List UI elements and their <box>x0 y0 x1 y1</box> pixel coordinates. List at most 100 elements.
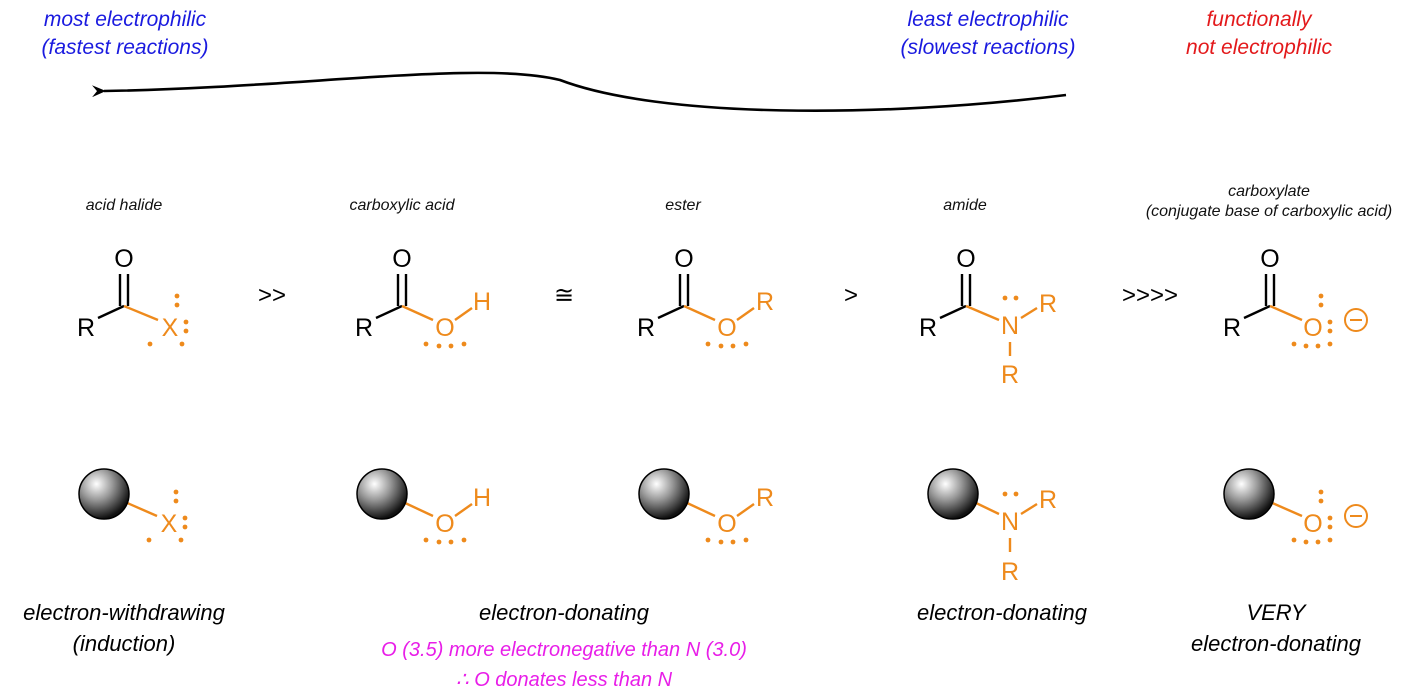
lone-pair-dot <box>1002 295 1008 301</box>
relation-approx-equal: ≅ <box>554 282 574 309</box>
hydrogen-atom: H <box>473 288 491 316</box>
carbonyl-oxygen: O <box>392 245 411 273</box>
ball-x-bond <box>124 500 158 518</box>
lone-pair-dot <box>1327 319 1333 325</box>
most-electrophilic-label: most electrophilic <box>44 8 207 31</box>
effect-very-label: VERY <box>1246 600 1306 625</box>
n-r-bond <box>1020 306 1038 320</box>
substrate-ball <box>927 468 979 520</box>
ball-ester-r-group: R <box>756 484 774 512</box>
carboxylate-structure: O R O <box>1223 245 1368 349</box>
lone-pair-dot <box>174 302 180 308</box>
substrate-ball <box>78 468 130 520</box>
lone-pair-dot <box>1315 343 1321 349</box>
lone-pair-dot <box>1303 343 1309 349</box>
amide-r-group-lower: R <box>1001 361 1019 389</box>
caption-ester: ester <box>665 197 701 214</box>
lone-pair-dot <box>718 343 724 349</box>
r-bond <box>939 304 967 320</box>
lone-pair-dot <box>436 539 442 545</box>
substrate-ball <box>1223 468 1275 520</box>
ball-model-ester: O R <box>638 468 774 545</box>
effect-donating-amide-label: electron-donating <box>917 600 1088 625</box>
caption-carboxylic-acid: carboxylic acid <box>350 197 456 214</box>
ball-o-bond <box>1269 500 1303 518</box>
r-bond <box>97 304 125 320</box>
lone-pair-dot <box>448 343 454 349</box>
lone-pair-dot <box>179 341 185 347</box>
ball-o-bond <box>684 500 716 518</box>
c-n-bond <box>965 304 1000 322</box>
lone-pair-dot <box>1327 524 1333 530</box>
ball-n-bond <box>973 500 1000 516</box>
lone-pair-dot <box>1327 341 1333 347</box>
ball-model-amide: N R R <box>927 468 1057 586</box>
ball-halogen-atom: X <box>161 510 178 538</box>
substrate-ball <box>638 468 690 520</box>
lone-pair-dot <box>178 537 184 543</box>
caption-carboxylate: carboxylate <box>1228 183 1310 200</box>
caption-acid-halide: acid halide <box>86 197 163 214</box>
lone-pair-dot <box>1013 295 1019 301</box>
lone-pair-dot <box>183 328 189 334</box>
ball-model-halide: X <box>78 468 188 543</box>
effect-induction-label: (induction) <box>73 631 176 656</box>
ball-o-h-bond <box>454 503 473 517</box>
o-r-bond <box>736 307 755 321</box>
r-bond <box>375 304 403 320</box>
carbonyl-oxygen: O <box>1260 245 1279 273</box>
slowest-reactions-label: (slowest reactions) <box>900 36 1075 59</box>
lone-pair-dot <box>1291 537 1297 543</box>
amide-r-group: R <box>1039 290 1057 318</box>
carbonyl-oxygen: O <box>956 245 975 273</box>
lone-pair-dot <box>182 515 188 521</box>
effect-withdrawing-label: electron-withdrawing <box>23 600 226 625</box>
c-o-bond <box>1269 304 1303 322</box>
least-electrophilic-label: least electrophilic <box>907 8 1069 31</box>
lone-pair-dot <box>1013 491 1019 497</box>
lone-pair-dot <box>173 489 179 495</box>
r-group: R <box>637 314 655 342</box>
negative-charge-icon <box>1344 308 1368 332</box>
caption-carboxylate-note: (conjugate base of carboxylic acid) <box>1146 203 1392 220</box>
r-group: R <box>355 314 373 342</box>
fastest-reactions-label: (fastest reactions) <box>42 36 209 59</box>
hydroxyl-oxygen: O <box>435 314 454 342</box>
caption-amide: amide <box>943 197 987 214</box>
ball-o-r-bond <box>736 503 755 517</box>
ball-o-bond <box>402 500 434 518</box>
lone-pair-dot <box>146 537 152 543</box>
ball-model-carboxylate: O <box>1223 468 1368 545</box>
donation-conclusion-note: ∴ O donates less than N <box>456 669 673 691</box>
r-group: R <box>77 314 95 342</box>
lone-pair-dot <box>436 343 442 349</box>
r-bond <box>1243 304 1271 320</box>
ball-amide-r-group: R <box>1039 486 1057 514</box>
lone-pair-dot <box>1002 491 1008 497</box>
effect-donating-carboxylate-label: electron-donating <box>1191 631 1362 656</box>
ball-model-acid: O H <box>356 468 491 545</box>
lone-pair-dot <box>705 537 711 543</box>
lone-pair-dot <box>173 498 179 504</box>
lone-pair-dot <box>743 341 749 347</box>
ester-oxygen: O <box>717 314 736 342</box>
c-o-bond <box>683 304 716 322</box>
lone-pair-dot <box>461 341 467 347</box>
lone-pair-dot <box>730 539 736 545</box>
lone-pair-dot <box>718 539 724 545</box>
relation-very-much-greater: >>>> <box>1122 282 1178 309</box>
electronegativity-note: O (3.5) more electronegative than N (3.0… <box>381 639 747 661</box>
lone-pair-dot <box>705 341 711 347</box>
ball-n-r-bond <box>1020 502 1038 516</box>
lone-pair-dot <box>174 293 180 299</box>
lone-pair-dot <box>1318 302 1324 308</box>
negative-charge-icon <box>1344 504 1368 528</box>
carboxylic-acid-structure: O R O H <box>355 245 491 349</box>
lone-pair-dot <box>182 524 188 530</box>
ball-hydroxyl-oxygen: O <box>435 510 454 538</box>
ball-amide-nitrogen: N <box>1001 508 1019 536</box>
o-h-bond <box>454 307 473 321</box>
lone-pair-dot <box>423 537 429 543</box>
lone-pair-dot <box>1291 341 1297 347</box>
lone-pair-dot <box>730 343 736 349</box>
